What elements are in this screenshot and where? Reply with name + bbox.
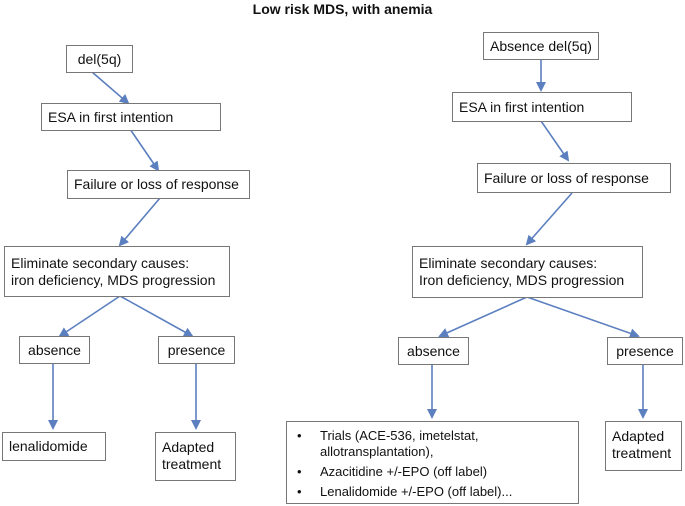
box-left-failure: Failure or loss of response [67,170,250,199]
box-left-absence-label: absence [28,341,81,358]
box-right-absence: absence [398,337,469,365]
box-left-absence: absence [19,336,90,364]
box-right-absence-label: absence [407,342,460,359]
box-right-presence: presence [607,337,683,365]
box-absence-del5q: Absence del(5q) [483,32,599,60]
box-lenalidomide-label: lenalidomide [9,438,88,454]
arrow-r-esa-failure [540,120,570,162]
option-azacitidine: Azacitidine +/-EPO (off label) [293,464,572,480]
box-right-esa-label: ESA in first intention [459,98,585,115]
arrow-l-eliminate-absence [58,295,121,338]
box-left-adapted-line2: treatment [162,456,222,472]
arrow-l-start-esa [91,71,130,105]
diagram-title: Low risk MDS, with anemia [252,1,433,17]
box-right-eliminate-line1: Eliminate secondary causes: [419,255,598,271]
box-right-presence-label: presence [616,342,674,359]
arrow-r-eliminate-absence [438,296,528,338]
box-right-adapted-line2: treatment [612,445,672,461]
arrow-l-failure-eliminate [118,197,161,247]
box-right-adapted-line1: Adapted [612,428,665,444]
box-right-esa: ESA in first intention [452,92,632,122]
box-right-adapted-treatment: Adapted treatment [605,421,682,471]
box-left-adapted-line1: Adapted [162,439,215,455]
arrow-l-esa-failure [129,128,160,172]
box-left-adapted-treatment: Adapted treatment [155,432,236,481]
box-right-failure-label: Failure or loss of response [484,169,649,186]
option-trials-line1: Trials (ACE-536, imetelstat, [320,428,479,443]
box-absence-del5q-label: Absence del(5q) [490,37,592,54]
box-left-eliminate-line2: iron deficiency, MDS progression [11,272,216,288]
box-lenalidomide: lenalidomide [2,432,106,461]
option-trials-line2: allotransplantation), [320,444,434,459]
box-right-eliminate-line2: Iron deficiency, MDS progression [419,272,625,288]
box-del5q: del(5q) [66,45,133,73]
box-left-failure-label: Failure or loss of response [74,176,239,192]
box-left-esa-label: ESA in first intention [48,108,174,125]
arrow-r-eliminate-presence [526,296,640,339]
box-left-presence: presence [158,336,235,364]
arrow-r-failure-eliminate [525,192,573,246]
box-right-options: Trials (ACE-536, imetelstat, allotranspl… [286,421,579,504]
options-list: Trials (ACE-536, imetelstat, allotranspl… [293,428,572,500]
box-left-eliminate-line1: Eliminate secondary causes: [11,255,190,271]
box-right-failure: Failure or loss of response [477,163,671,193]
option-lenalidomide: Lenalidomide +/-EPO (off label)... [293,484,572,500]
box-left-eliminate: Eliminate secondary causes: iron deficie… [4,246,230,297]
option-azacitidine-line1: Azacitidine +/-EPO (off label) [320,464,488,479]
box-right-eliminate: Eliminate secondary causes: Iron deficie… [412,246,643,298]
arrow-l-eliminate-presence [119,295,194,337]
box-left-esa: ESA in first intention [41,103,221,131]
option-trials: Trials (ACE-536, imetelstat, allotranspl… [293,428,572,460]
box-left-presence-label: presence [167,341,226,358]
option-lenalidomide-line1: Lenalidomide +/-EPO (off label)... [320,484,513,499]
box-del5q-label: del(5q) [77,50,122,67]
